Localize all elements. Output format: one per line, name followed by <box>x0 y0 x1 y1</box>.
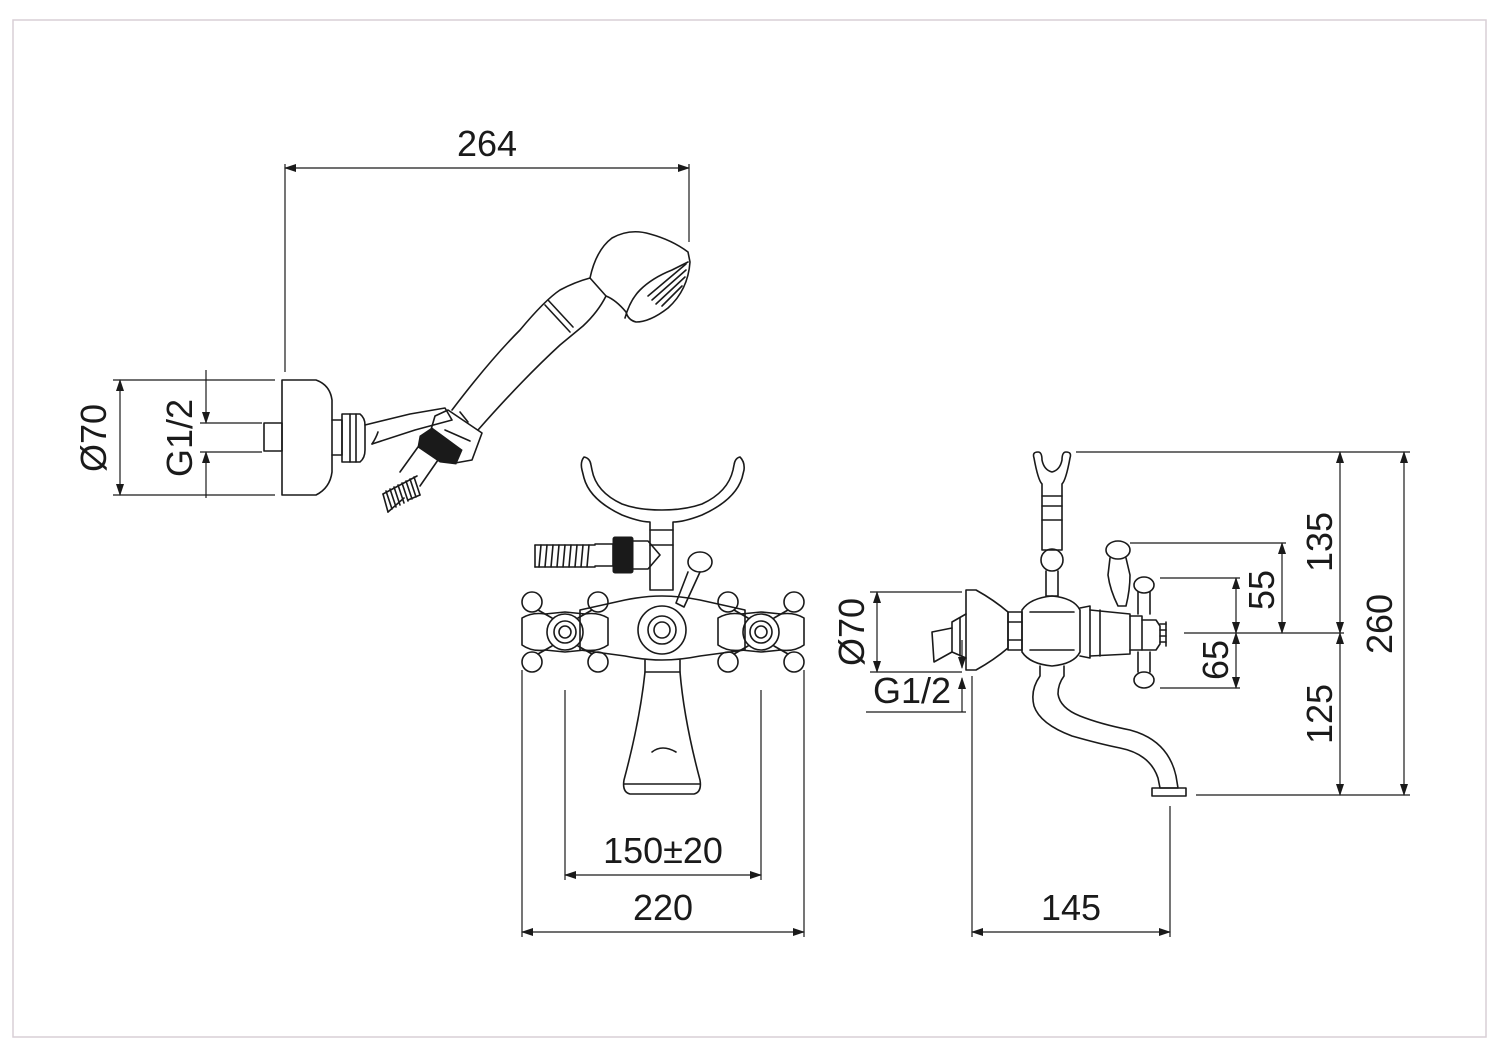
handshower-handle <box>451 277 607 431</box>
mixer-front-view <box>521 456 805 795</box>
side-dimensions: Ø70 G1/2 145 55 65 135 125 260 <box>831 451 1410 937</box>
handshower-hose-coil <box>382 475 421 513</box>
drawing-frame <box>12 19 1487 1038</box>
dim-handshower-diameter: Ø70 <box>73 404 114 472</box>
dim-overall-260: 260 <box>1359 594 1400 654</box>
front-hose-coil <box>534 544 596 568</box>
dim-handle-65: 65 <box>1195 640 1236 680</box>
left-cross-handle <box>521 591 609 673</box>
dim-side-connection: G1/2 <box>873 670 951 711</box>
front-hose-nut <box>612 536 634 574</box>
dim-handshower-length: 264 <box>457 123 517 164</box>
center-diverter <box>637 605 687 655</box>
side-cradle <box>1032 451 1072 497</box>
side-body <box>1021 595 1081 667</box>
dim-handshower-connection: G1/2 <box>159 399 200 477</box>
dim-mixer-width: 220 <box>633 887 693 928</box>
mixer-side-view <box>931 451 1187 797</box>
dim-spout-125: 125 <box>1299 684 1340 744</box>
wall-flange <box>281 379 333 496</box>
side-knurl <box>1159 621 1167 647</box>
connector-nut <box>263 422 283 452</box>
side-spout <box>1032 665 1179 789</box>
front-dimensions: 150±20 220 <box>521 670 805 937</box>
black-connector <box>417 427 463 465</box>
handshower-head <box>589 230 691 323</box>
dim-mixer-centres: 150±20 <box>603 830 723 871</box>
handshower-cradle <box>580 456 745 531</box>
dim-handle-55: 55 <box>1241 570 1282 610</box>
handshower-view <box>263 230 691 513</box>
dim-side-diameter: Ø70 <box>831 598 872 666</box>
handshower-dimensions: 264 Ø70 G1/2 <box>73 123 690 498</box>
dim-spout-projection: 145 <box>1041 887 1101 928</box>
dim-handle-135: 135 <box>1299 512 1340 572</box>
side-wall-flange <box>965 589 1009 671</box>
right-cross-handle <box>717 591 805 673</box>
front-spout <box>644 659 681 673</box>
